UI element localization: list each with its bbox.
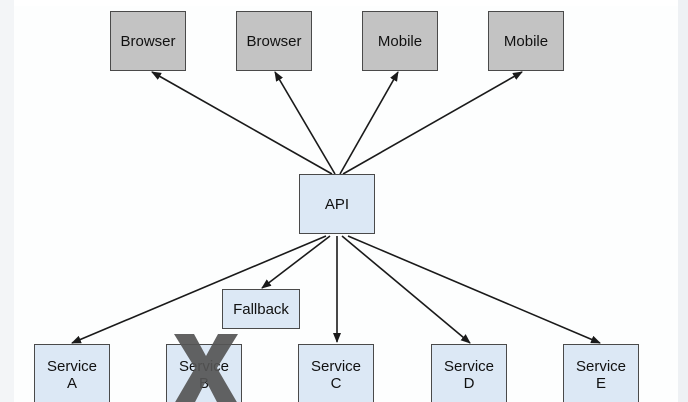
arrow-api-to-browser-1	[151, 71, 333, 175]
arrow-api-to-service-a	[71, 235, 327, 344]
client-browser-2: Browser	[236, 11, 312, 71]
arrow-api-to-mobile-1	[339, 71, 399, 175]
arrow-api-to-service-d	[341, 235, 471, 344]
client-mobile-2-label: Mobile	[503, 32, 549, 50]
left-edge	[0, 0, 14, 402]
service-e: Service E	[563, 344, 639, 402]
service-a-label: Service A	[46, 357, 98, 392]
fallback-label: Fallback	[233, 300, 289, 318]
arrow-api-to-fallback	[261, 235, 331, 289]
service-c-label: Service C	[310, 357, 362, 392]
api-gateway-label: API	[324, 195, 350, 213]
service-c: Service C	[298, 344, 374, 402]
right-edge	[678, 0, 688, 402]
client-browser-1: Browser	[110, 11, 186, 71]
service-a: Service A	[34, 344, 110, 402]
x-mark-icon	[174, 334, 238, 402]
api-gateway: API	[299, 174, 375, 234]
service-e-label: Service E	[575, 357, 627, 392]
client-mobile-2: Mobile	[488, 11, 564, 71]
client-browser-2-label: Browser	[246, 32, 302, 50]
client-browser-1-label: Browser	[120, 32, 176, 50]
client-mobile-1: Mobile	[362, 11, 438, 71]
arrow-api-to-browser-2	[274, 71, 336, 175]
arrow-api-to-mobile-2	[342, 71, 523, 175]
arrow-api-to-service-e	[347, 235, 601, 344]
service-d: Service D	[431, 344, 507, 402]
fallback-node: Fallback	[222, 289, 300, 329]
service-d-label: Service D	[443, 357, 495, 392]
client-mobile-1-label: Mobile	[377, 32, 423, 50]
